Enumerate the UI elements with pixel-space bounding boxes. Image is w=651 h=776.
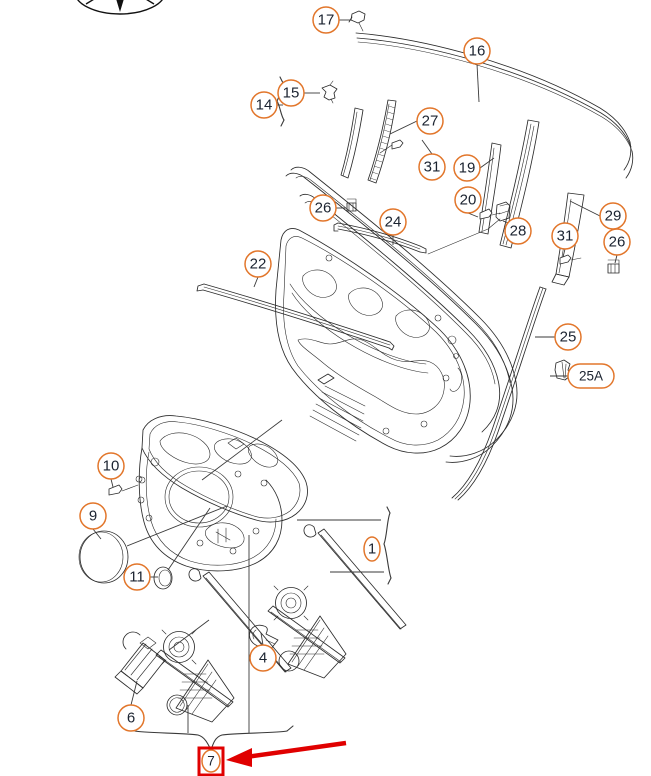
- callout-16[interactable]: 16: [463, 37, 491, 65]
- bracket-group-7: [128, 535, 294, 751]
- callout-31-lower[interactable]: 31: [551, 222, 579, 250]
- callout-11[interactable]: 11: [123, 563, 151, 591]
- callout-4[interactable]: 4: [249, 644, 277, 672]
- door-frame-assembly: [275, 166, 518, 463]
- callout-19[interactable]: 19: [453, 154, 481, 182]
- callout-bubbles: 17 16 15 14 27 31: [79, 6, 631, 773]
- callout-17[interactable]: 17: [312, 6, 340, 34]
- vw-roundel-logo: [77, 0, 163, 15]
- door-carrier-module: [135, 415, 308, 572]
- callout-24-label: 24: [385, 214, 402, 231]
- callout-17-label: 17: [318, 12, 335, 29]
- callout-7-highlighted[interactable]: 7: [201, 749, 221, 773]
- callout-10-label: 10: [103, 458, 120, 475]
- bracket-group-1: [297, 506, 392, 585]
- callout-4-label: 4: [259, 650, 267, 667]
- part-31a-screw: [379, 139, 404, 154]
- callout-22-label: 22: [250, 256, 267, 273]
- callout-7-label: 7: [207, 754, 215, 769]
- callout-31-upper[interactable]: 31: [418, 153, 446, 181]
- part-28-guide-rail: [427, 201, 511, 255]
- part-27-pillar-trim: [367, 99, 397, 184]
- part-6-window-motor: [114, 631, 166, 695]
- callout-26-right-label: 26: [609, 234, 626, 251]
- part-31b-screw: [559, 254, 582, 265]
- callout-26-right[interactable]: 26: [603, 228, 631, 256]
- callout-24[interactable]: 24: [379, 208, 407, 236]
- callout-31-lower-label: 31: [557, 228, 574, 245]
- part-10-screw: [108, 476, 146, 496]
- part-4-crank-handle: [249, 624, 279, 651]
- callout-19-label: 19: [459, 160, 476, 177]
- highlight-annotation: [197, 740, 347, 776]
- part-17-clip: [348, 10, 366, 32]
- callout-28[interactable]: 28: [504, 217, 532, 245]
- part-22-weatherstrip: [196, 283, 395, 351]
- part-11-grommet: [153, 566, 173, 590]
- callout-16-label: 16: [469, 43, 486, 60]
- part-26b-clip: [607, 259, 620, 274]
- callout-14[interactable]: 14: [250, 91, 278, 119]
- callout-25A-label: 25A: [579, 369, 603, 384]
- callout-15-label: 15: [283, 85, 300, 102]
- part-9-cover-cap: [78, 530, 129, 584]
- highlight-arrow-shaft: [245, 740, 347, 760]
- part-19-pillar-cover: [478, 142, 502, 235]
- callout-20[interactable]: 20: [454, 186, 482, 214]
- callout-6[interactable]: 6: [117, 704, 145, 732]
- callout-27-label: 27: [422, 113, 439, 130]
- part-16-roof-moulding: [355, 32, 634, 179]
- callout-10[interactable]: 10: [97, 452, 125, 480]
- callout-27[interactable]: 27: [416, 107, 444, 135]
- part-25-door-seal: [451, 286, 547, 501]
- callout-28-label: 28: [510, 223, 527, 240]
- highlight-arrow-head: [226, 748, 252, 767]
- callout-9[interactable]: 9: [79, 502, 107, 530]
- callout-25-label: 25: [560, 329, 577, 346]
- callout-25[interactable]: 25: [554, 323, 582, 351]
- callout-29-label: 29: [605, 208, 622, 225]
- highlight-box-around-callout-7: [197, 746, 225, 776]
- callout-26-left[interactable]: 26: [309, 194, 337, 222]
- window-regulator-left: [155, 568, 292, 723]
- callout-29[interactable]: 29: [599, 202, 627, 230]
- part-26a-clip: [346, 198, 357, 212]
- callout-22[interactable]: 22: [244, 250, 272, 278]
- callout-26-left-label: 26: [315, 200, 332, 217]
- callout-14-label: 14: [256, 97, 273, 114]
- callout-6-label: 6: [127, 710, 135, 727]
- callout-25A[interactable]: 25A: [567, 363, 615, 389]
- window-regulator-right: [267, 524, 407, 679]
- parts-linework: [78, 10, 634, 751]
- callout-20-label: 20: [460, 192, 477, 209]
- callout-11-label: 11: [129, 569, 145, 586]
- callout-15[interactable]: 15: [277, 79, 305, 107]
- part-27b-pillar-trim: [340, 107, 364, 179]
- part-15-clip: [321, 80, 338, 104]
- callout-9-label: 9: [89, 508, 97, 525]
- callout-31-upper-label: 31: [424, 159, 441, 176]
- callout-1[interactable]: 1: [363, 536, 381, 562]
- callout-1-label: 1: [368, 541, 376, 558]
